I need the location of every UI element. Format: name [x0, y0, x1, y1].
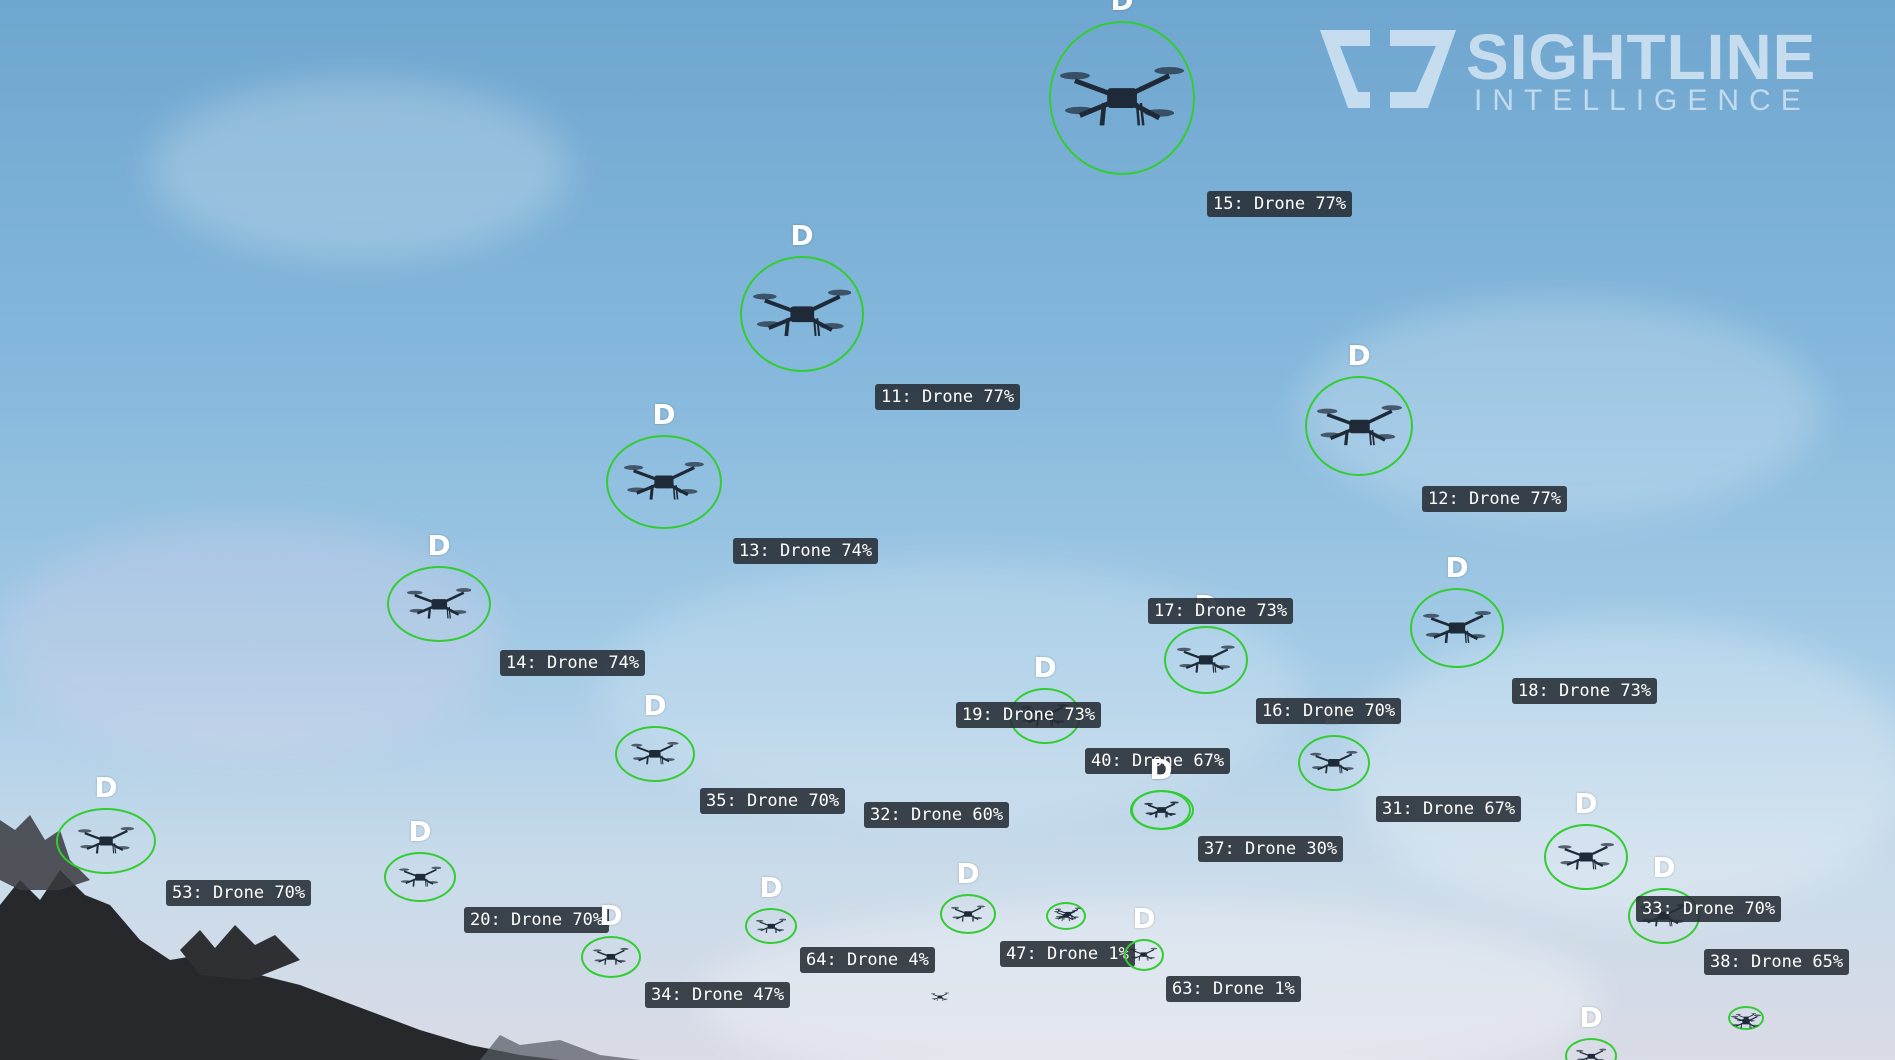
detection-ring	[1049, 21, 1195, 175]
detection-label: 47: Drone 1%	[1000, 941, 1135, 967]
detection-label: 64: Drone 4%	[800, 947, 935, 973]
detection-ring	[740, 256, 864, 372]
detection-marker: D	[1445, 551, 1469, 584]
detection-marker: D	[599, 899, 623, 932]
detection-marker: D	[759, 871, 783, 904]
logo-subtitle: INTELLIGENCE	[1474, 84, 1811, 117]
drone-icon	[624, 462, 704, 500]
detection-marker: D	[643, 689, 667, 722]
detection-marker: D	[1574, 787, 1598, 820]
drone-icon	[1059, 66, 1185, 126]
detection-ring	[1410, 588, 1504, 668]
detection-label: 19: Drone 73%	[956, 702, 1102, 728]
drone-icon	[1055, 907, 1081, 920]
sightline-logo: SIGHTLINE INTELLIGENCE	[1318, 21, 1878, 117]
drone-icon	[752, 289, 852, 336]
drone-icon	[1177, 645, 1235, 673]
detection-label: 12: Drone 77%	[1422, 486, 1568, 512]
logo-wordmark: SIGHTLINE	[1466, 21, 1817, 93]
detection-label: 31: Drone 67%	[1376, 796, 1522, 822]
drone-icon	[77, 826, 135, 854]
detection-ring	[1131, 790, 1191, 830]
detection-ring	[615, 726, 695, 782]
detection-label: 15: Drone 77%	[1207, 191, 1353, 217]
detection-marker: D	[94, 771, 118, 804]
detection-ring	[581, 936, 641, 978]
detection-ring	[384, 852, 456, 902]
drone-icon	[951, 905, 985, 922]
drone-icon	[1575, 1048, 1607, 1060]
detection-label: 17: Drone 73%	[1148, 598, 1294, 624]
detection-marker: D	[652, 398, 676, 431]
drone-icon	[1144, 801, 1178, 818]
drone-icon	[931, 992, 949, 1001]
detection-ring	[1124, 939, 1164, 971]
detection-label: 63: Drone 1%	[1166, 976, 1301, 1002]
detection-ring	[745, 908, 797, 944]
drone-icon	[593, 948, 629, 965]
detection-marker: D	[1132, 902, 1156, 935]
detection-label: 40: Drone 67%	[1085, 748, 1231, 774]
detection-marker: D	[1579, 1001, 1603, 1034]
detection-label: 53: Drone 70%	[166, 880, 312, 906]
detection-label: 37: Drone 30%	[1198, 836, 1344, 862]
drone-icon	[631, 742, 679, 765]
drone-icon	[1423, 611, 1491, 644]
detection-label: 16: Drone 70%	[1256, 698, 1402, 724]
drone-icon	[406, 587, 472, 619]
drone-icon	[1731, 1014, 1761, 1029]
detection-marker: D	[408, 815, 432, 848]
detection-ring	[940, 894, 996, 934]
detection-label: 13: Drone 74%	[733, 538, 879, 564]
detection-label: 20: Drone 70%	[464, 907, 610, 933]
drone-icon	[755, 918, 787, 933]
detection-ring	[1728, 1006, 1764, 1030]
detection-marker: D	[1033, 651, 1057, 684]
detection-label: 11: Drone 77%	[875, 384, 1021, 410]
drone-icon	[1316, 404, 1402, 445]
detection-ring	[1046, 902, 1086, 930]
detection-marker: D	[790, 219, 814, 252]
detection-marker: D	[1347, 339, 1371, 372]
detection-label: 32: Drone 60%	[864, 802, 1010, 828]
detection-ring	[1305, 376, 1413, 476]
detection-label: 35: Drone 70%	[700, 788, 846, 814]
detection-ring	[606, 435, 722, 529]
detection-label: 14: Drone 74%	[500, 650, 646, 676]
detection-label: 34: Drone 47%	[645, 982, 791, 1008]
detection-marker: D	[1149, 753, 1173, 786]
detection-ring	[56, 808, 156, 874]
detection-label: 18: Drone 73%	[1512, 678, 1658, 704]
detection-ring	[1164, 626, 1248, 694]
detection-marker: D	[427, 529, 451, 562]
drone-icon	[1130, 948, 1158, 961]
logo-mark-icon	[1320, 30, 1456, 108]
drone-icon	[1310, 751, 1358, 774]
detection-label: 38: Drone 65%	[1704, 949, 1850, 975]
detection-ring	[1298, 735, 1370, 791]
detection-ring	[387, 566, 491, 642]
detection-marker: D	[1652, 851, 1676, 884]
detection-marker: D	[1110, 0, 1134, 17]
drone-icon	[398, 866, 442, 887]
detection-label: 33: Drone 70%	[1636, 896, 1782, 922]
detection-ring	[1544, 824, 1628, 890]
drone-icon	[1557, 842, 1615, 870]
drone-icon	[1735, 1012, 1757, 1023]
detection-marker: D	[956, 857, 980, 890]
